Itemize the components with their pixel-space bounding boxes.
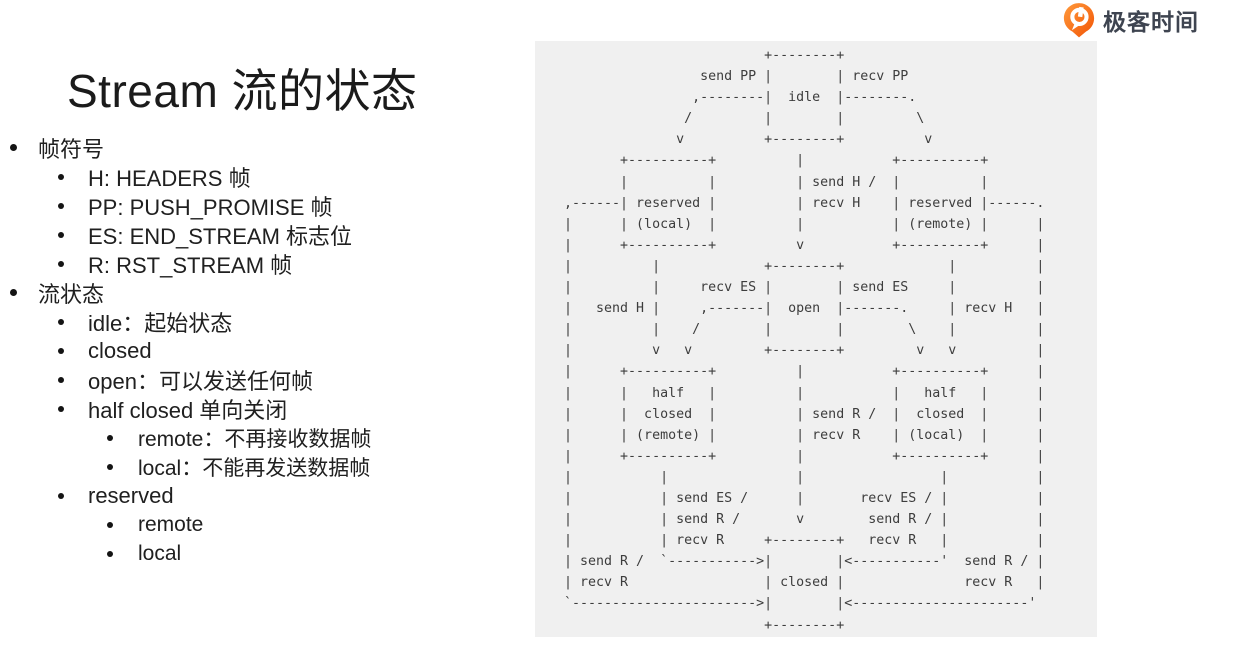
outline-item-label: 流状态: [38, 281, 105, 307]
bullet-icon: [58, 173, 64, 180]
bullet-icon: [58, 202, 64, 209]
outline-item: H: HEADERS 帧: [0, 162, 537, 191]
outline-list: 帧符号 H: HEADERS 帧 PP: PUSH_PROMISE 帧 ES: …: [0, 133, 537, 568]
outline-item-label: closed: [88, 337, 152, 363]
page-title: Stream 流的状态: [67, 64, 418, 117]
outline-item-label: local：不能再发送数据帧: [138, 456, 371, 480]
ascii-state-diagram: +--------+ send PP | | recv PP ,--------…: [564, 48, 1045, 633]
outline-item: 帧符号: [0, 133, 537, 162]
bullet-icon: [58, 231, 64, 238]
bullet-icon: [58, 347, 64, 354]
bullet-icon: [10, 289, 17, 296]
outline-item: reserved: [0, 481, 537, 510]
bullet-icon: [107, 550, 113, 557]
outline-item: 流状态: [0, 278, 537, 307]
bullet-icon: [58, 318, 64, 325]
bullet-icon: [107, 434, 113, 441]
outline-item: R: RST_STREAM 帧: [0, 249, 537, 278]
outline-item: local: [0, 539, 537, 568]
outline-item-label: local: [138, 541, 182, 565]
outline-item: PP: PUSH_PROMISE 帧: [0, 191, 537, 220]
geektime-logo-text: 极客时间: [1103, 9, 1199, 35]
outline-item: ES: END_STREAM 标志位: [0, 220, 537, 249]
geektime-logo-icon: [1063, 2, 1095, 38]
outline-item-label: 帧符号: [38, 136, 105, 162]
outline-item: remote：不再接收数据帧: [0, 423, 537, 452]
outline-item: idle：起始状态: [0, 307, 537, 336]
outline-item: half closed 单向关闭: [0, 394, 537, 423]
outline-item-label: PP: PUSH_PROMISE 帧: [88, 194, 333, 220]
bullet-icon: [58, 376, 64, 383]
outline-item-label: reserved: [88, 482, 174, 508]
outline-item: closed: [0, 336, 537, 365]
bullet-icon: [58, 492, 64, 499]
bullet-icon: [107, 463, 113, 470]
outline-item-label: open：可以发送任何帧: [88, 368, 313, 394]
bullet-icon: [107, 521, 113, 528]
geektime-logo: 极客时间: [1063, 2, 1199, 38]
outline-item: open：可以发送任何帧: [0, 365, 537, 394]
bullet-icon: [58, 260, 64, 267]
outline-item-label: R: RST_STREAM 帧: [88, 252, 293, 278]
outline-item-label: half closed 单向关闭: [88, 397, 288, 423]
bullet-icon: [10, 144, 17, 151]
outline-item-label: remote：不再接收数据帧: [138, 427, 372, 451]
outline-item-label: ES: END_STREAM 标志位: [88, 223, 353, 249]
outline-item: remote: [0, 510, 537, 539]
bullet-icon: [58, 405, 64, 412]
state-diagram-panel: +--------+ send PP | | recv PP ,--------…: [535, 41, 1097, 637]
outline-item-label: idle：起始状态: [88, 310, 233, 336]
outline-item: local：不能再发送数据帧: [0, 452, 537, 481]
outline-item-label: H: HEADERS 帧: [88, 165, 251, 191]
outline-item-label: remote: [138, 512, 204, 536]
